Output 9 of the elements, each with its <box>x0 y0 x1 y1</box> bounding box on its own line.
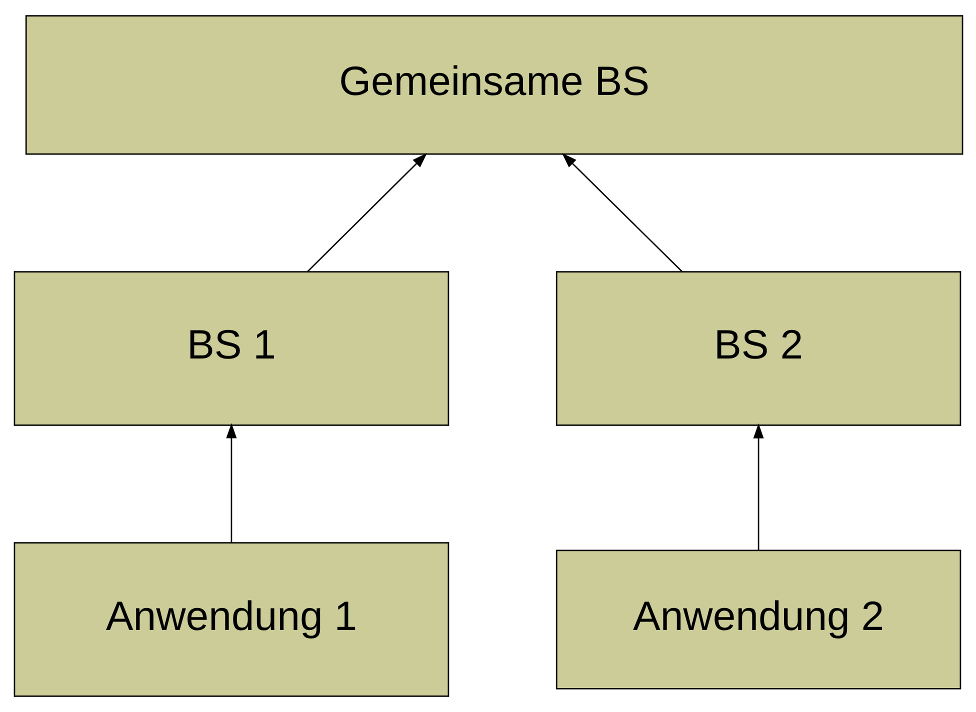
arrow <box>306 153 427 272</box>
node-box: Gemeinsame BS <box>24 15 963 155</box>
arrow <box>561 153 682 272</box>
arrow <box>226 423 236 543</box>
node-box: Anwendung 1 <box>13 542 449 697</box>
node-box: Anwendung 2 <box>555 550 961 690</box>
arrow <box>752 423 764 550</box>
node-box: BS 2 <box>555 271 961 426</box>
node-box: BS 1 <box>13 271 449 426</box>
